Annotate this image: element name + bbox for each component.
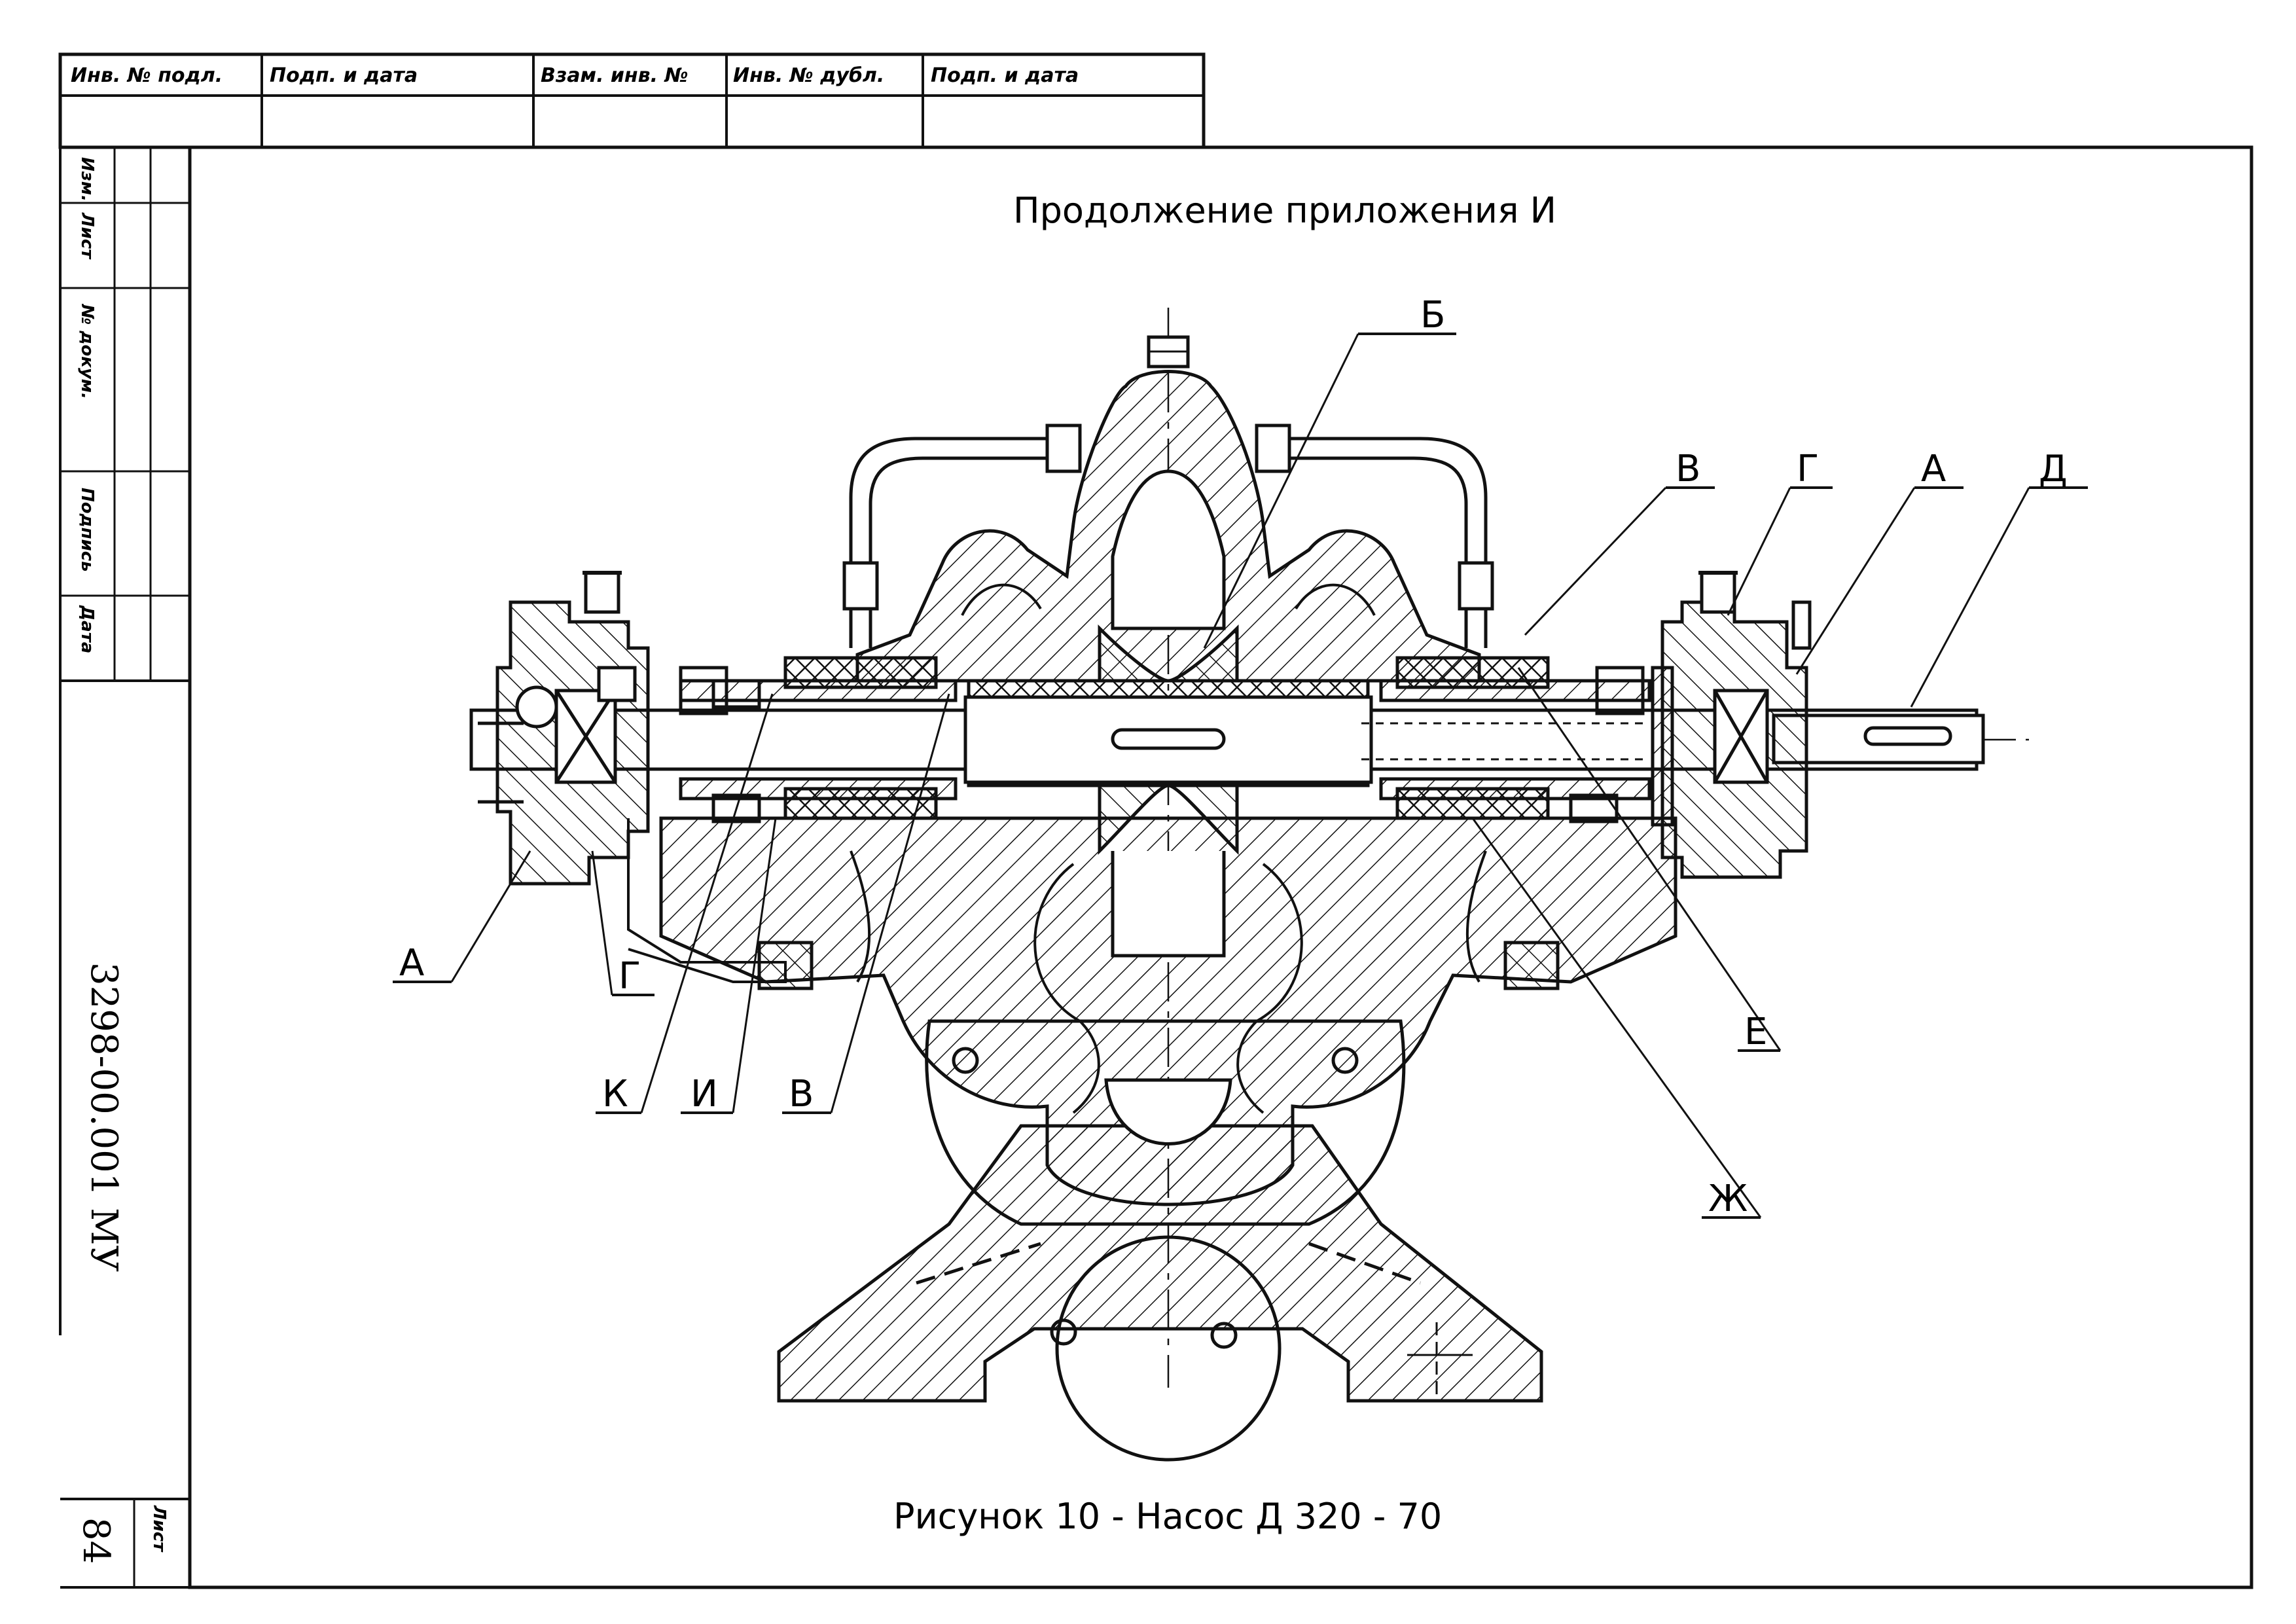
- stamp-cell-original-inventory: Инв. № подл.: [71, 64, 223, 87]
- callout-e: Е: [1744, 1011, 1767, 1053]
- stamp-cell-replaced-inventory: Взам. инв. №: [541, 64, 689, 87]
- callout-a-top: А: [1921, 448, 1946, 490]
- approval-stamp: Инв. № подл. Подп. и дата Взам. инв. № И…: [58, 52, 1206, 149]
- callout-v-bottom: В: [789, 1073, 814, 1115]
- callout-zh: Ж: [1708, 1178, 1748, 1220]
- figure-caption: Рисунок 10 - Насос Д 320 - 70: [893, 1496, 1442, 1537]
- revision-sheet-label: Лист: [77, 212, 97, 260]
- revision-document-label: № докум.: [77, 304, 97, 399]
- stamp-cell-signature-date-2: Подп. и дата: [931, 64, 1079, 87]
- document-number: 3298-00.001 МУ: [82, 962, 125, 1272]
- drawing-frame: [188, 145, 2253, 1589]
- callout-b-top: Б: [1420, 294, 1445, 336]
- callout-g-top: Г: [1797, 448, 1819, 490]
- revision-date-label: Дата: [77, 605, 97, 653]
- callouts: Б В Г А Д А Г К И В Е Ж: [399, 294, 2068, 1220]
- callout-g-left: Г: [619, 955, 641, 998]
- sheet-label: Лист: [149, 1505, 169, 1553]
- stamp-cell-signature-date-1: Подп. и дата: [270, 64, 418, 87]
- callout-k: К: [602, 1073, 628, 1115]
- stamp-cell-duplicate-inventory: Инв. № дубл.: [733, 64, 884, 87]
- sheet-number: 84: [75, 1517, 117, 1564]
- revision-change-label: Изм.: [77, 157, 97, 202]
- callout-d-top: Д: [2039, 448, 2068, 490]
- pump-drawing: [393, 308, 2088, 1462]
- callout-v-top: В: [1676, 448, 1700, 490]
- side-strip: Изм. Лист № докум. Подпись Дата 3298-00.…: [59, 146, 190, 1589]
- page-heading: Продолжение приложения И: [1013, 190, 1556, 231]
- revision-signature-label: Подпись: [77, 488, 97, 572]
- callout-i: И: [691, 1073, 718, 1115]
- callout-a-left: А: [399, 942, 424, 984]
